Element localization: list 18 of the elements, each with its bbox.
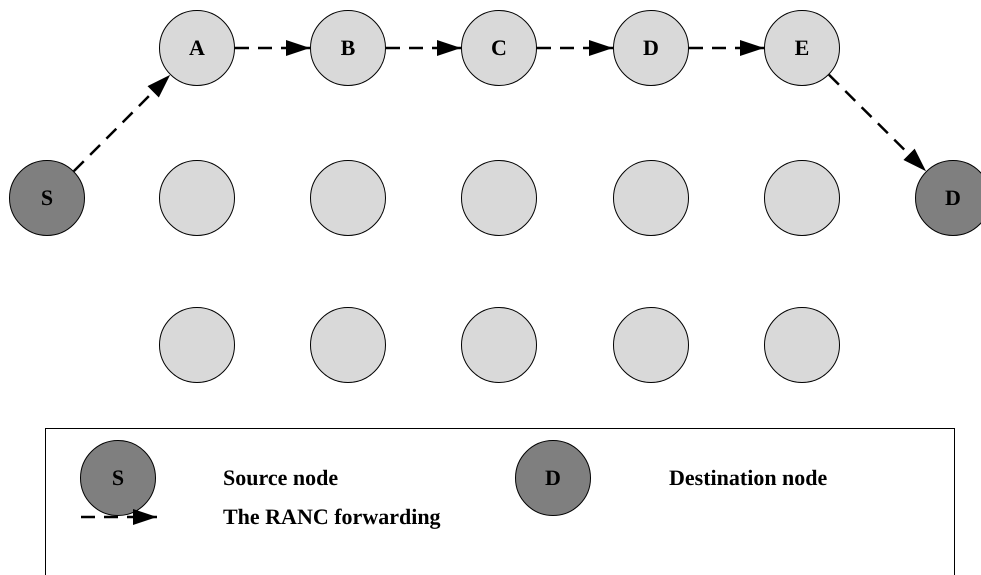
node-circle: E xyxy=(764,10,840,86)
node-circle: C xyxy=(461,10,537,86)
endpoint-node-circle: D xyxy=(915,160,981,236)
node-circle: A xyxy=(159,10,235,86)
dashed-arrow xyxy=(537,40,613,56)
dashed-arrow xyxy=(689,40,764,56)
legend-label: Destination node xyxy=(669,467,828,489)
legend-node-symbol: D xyxy=(515,440,591,516)
dashed-arrow xyxy=(828,74,927,172)
legend-label: Source node xyxy=(223,467,338,489)
legend-label: The RANC forwarding xyxy=(223,506,441,528)
node-circle: D xyxy=(613,10,689,86)
legend-node-symbol: S xyxy=(80,440,156,516)
dashed-arrow xyxy=(235,40,310,56)
dashed-arrow xyxy=(386,40,461,56)
node-circle: B xyxy=(310,10,386,86)
dashed-arrow xyxy=(72,74,172,172)
endpoint-node-circle: S xyxy=(9,160,85,236)
